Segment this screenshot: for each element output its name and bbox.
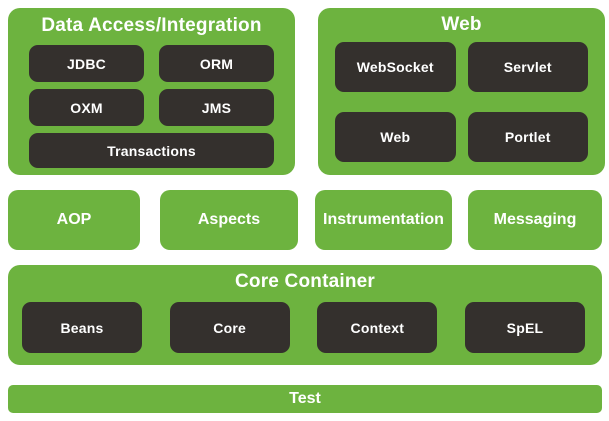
data-access-modules: JDBC ORM OXM JMS Transactions [8, 45, 295, 176]
section-data-access-integration: Data Access/Integration JDBC ORM OXM JMS… [8, 8, 295, 175]
section-aspects: Aspects [160, 190, 298, 250]
module-portlet: Portlet [467, 112, 588, 162]
module-websocket: WebSocket [335, 42, 456, 92]
module-servlet: Servlet [467, 42, 588, 92]
section-core-container: Core Container Beans Core Context SpEL [8, 265, 602, 365]
module-oxm: OXM [29, 89, 144, 126]
module-jms: JMS [159, 89, 274, 126]
module-core: Core [169, 302, 290, 353]
module-transactions: Transactions [29, 133, 274, 168]
section-title-data-access: Data Access/Integration [41, 15, 262, 36]
data-access-row-3: Transactions [29, 133, 274, 168]
web-row-2: Web Portlet [335, 112, 588, 162]
module-orm: ORM [159, 45, 274, 82]
web-modules: WebSocket Servlet Web Portlet [318, 42, 605, 175]
section-title-web: Web [441, 14, 482, 35]
section-messaging: Messaging [468, 190, 602, 250]
module-spel: SpEL [464, 302, 585, 353]
module-web: Web [335, 112, 456, 162]
section-instrumentation: Instrumentation [315, 190, 452, 250]
module-context: Context [317, 302, 438, 353]
section-test: Test [8, 385, 602, 413]
module-beans: Beans [22, 302, 142, 353]
section-title-core-container: Core Container [234, 271, 376, 292]
section-aop: AOP [8, 190, 140, 250]
web-row-1: WebSocket Servlet [335, 42, 588, 92]
core-modules: Beans Core Context SpEL [8, 295, 602, 353]
data-access-row-2: OXM JMS [29, 89, 274, 126]
module-jdbc: JDBC [29, 45, 144, 82]
section-web: Web WebSocket Servlet Web Portlet [318, 8, 605, 175]
data-access-row-1: JDBC ORM [29, 45, 274, 82]
